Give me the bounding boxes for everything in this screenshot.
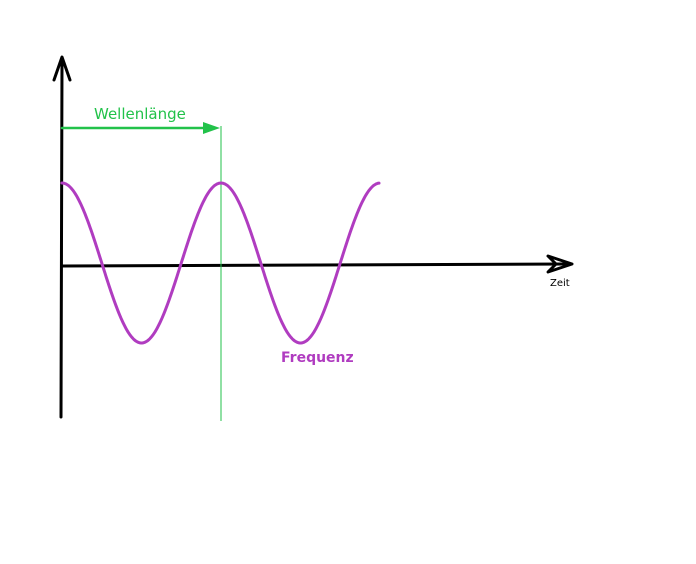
x-axis-arrowhead xyxy=(546,254,574,274)
y-axis-line xyxy=(59,60,64,419)
y-axis-arrowhead xyxy=(52,55,72,82)
frequency-label: Frequenz xyxy=(281,350,354,366)
x-axis-line xyxy=(60,262,570,268)
wavelength-label: Wellenlänge xyxy=(94,105,186,123)
wavelength-arrowhead xyxy=(203,122,220,134)
sine-wave xyxy=(60,181,381,345)
time-axis-label: Zeit xyxy=(550,278,570,289)
